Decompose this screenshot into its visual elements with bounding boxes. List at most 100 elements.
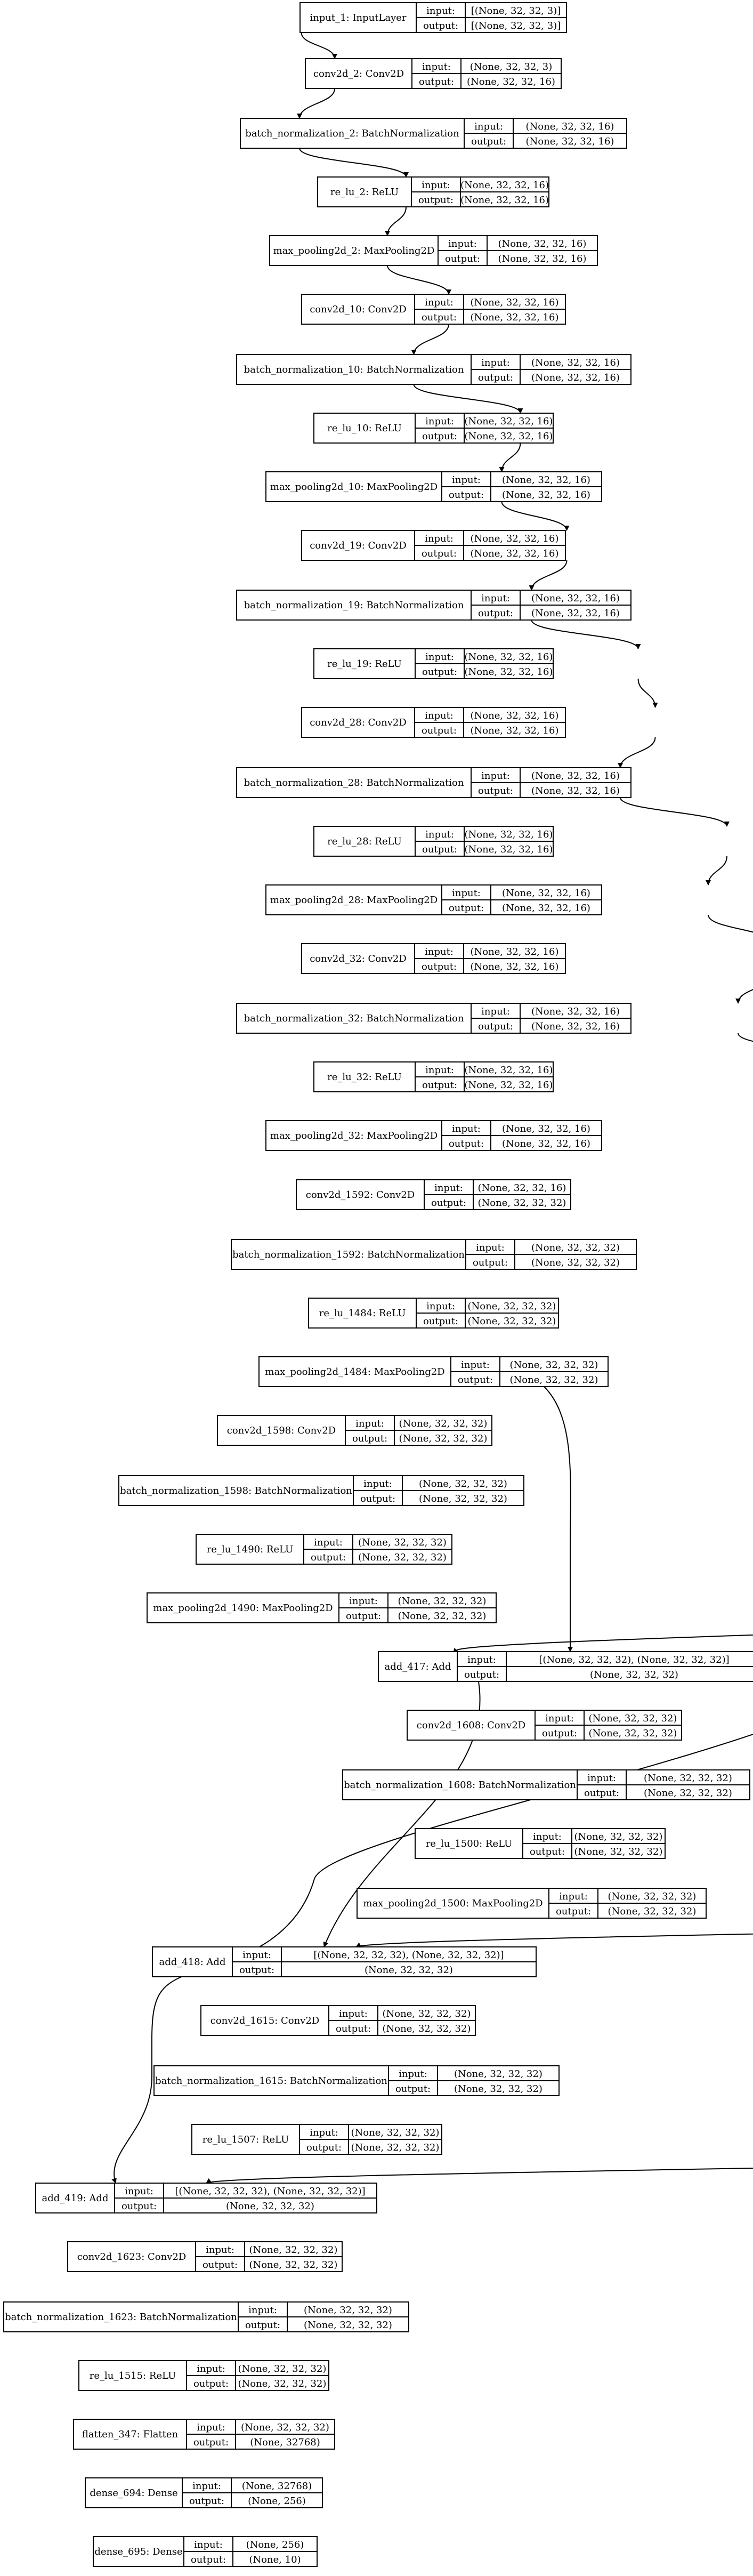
edge-bn_10-to-relu_10	[413, 384, 523, 414]
edge-mp_28-to-conv2d_32	[708, 914, 753, 933]
output-port-label: output:	[431, 1197, 466, 1209]
edge-relu_19-to-conv2d_28	[637, 678, 658, 708]
input-shape: (None, 32, 32, 32)	[383, 2008, 471, 2019]
layer-node-mp_2: max_pooling2d_2: MaxPooling2Dinput:outpu…	[269, 235, 598, 266]
output-port-label: output:	[542, 1728, 577, 1739]
layer-name: re_lu_1507: ReLU	[203, 2134, 289, 2145]
input-port-label: input:	[349, 1596, 378, 1607]
input-port-label: input:	[425, 829, 454, 840]
layer-name: batch_normalization_28: BatchNormalizati…	[244, 777, 464, 788]
layer-name: conv2d_19: Conv2D	[310, 540, 407, 551]
layer-name: conv2d_1598: Conv2D	[227, 1425, 336, 1436]
output-port-label: output:	[193, 2437, 229, 2448]
layer-name: batch_normalization_1615: BatchNormaliza…	[155, 2075, 387, 2087]
output-shape: (None, 32, 32, 32)	[398, 1611, 487, 1622]
layer-name: batch_normalization_19: BatchNormalizati…	[244, 600, 464, 611]
input-port-label: input:	[533, 1831, 562, 1842]
input-shape: (None, 32, 32, 16)	[465, 416, 553, 427]
input-port-label: input:	[559, 1891, 588, 1902]
output-shape: (None, 32, 32, 16)	[531, 1021, 620, 1032]
input-port-label: input:	[425, 946, 454, 957]
edge-mp_1490-to-add_419	[111, 1734, 753, 2184]
layer-name: batch_normalization_1592: BatchNormaliza…	[232, 1249, 465, 1260]
input-shape: (None, 32, 32, 16)	[465, 651, 553, 663]
input-shape: (None, 32, 32, 16)	[531, 1006, 620, 1017]
edge-relu_1507-to-add_419	[206, 2167, 753, 2184]
layer-name: re_lu_1515: ReLU	[90, 2370, 176, 2381]
output-port-label: output:	[419, 76, 454, 87]
edge-bn_28-to-relu_28	[620, 797, 730, 827]
nodes: input_1: InputLayerinput:output:[(None, …	[3, 2, 753, 2567]
input-shape: (None, 32, 32, 16)	[471, 710, 559, 721]
layer-node-bn_10: batch_normalization_10: BatchNormalizati…	[236, 354, 631, 385]
edge-relu_10-to-mp_10	[499, 442, 521, 472]
output-shape: (None, 32, 32, 16)	[471, 725, 559, 736]
input-port-label: input:	[242, 1950, 271, 1961]
input-shape: (None, 32, 32, 32)	[608, 1891, 697, 1902]
edge-relu_28-to-mp_28	[706, 856, 727, 885]
input-shape: [(None, 32, 32, 32), (None, 32, 32, 32)]	[539, 1654, 729, 1665]
input-port-label: input:	[587, 1773, 616, 1784]
edge-conv2d_19-to-bn_19	[529, 560, 568, 591]
layer-name: dense_694: Dense	[90, 2488, 177, 2499]
output-shape: (None, 32, 32, 32)	[383, 2023, 471, 2034]
input-shape: (None, 32, 32, 32)	[454, 2068, 543, 2080]
input-port-label: input:	[426, 5, 455, 17]
input-shape: [(None, 32, 32, 32), (None, 32, 32, 32)]	[313, 1950, 504, 1961]
output-shape: (None, 32, 32, 32)	[351, 2142, 440, 2153]
layer-name: batch_normalization_1608: BatchNormaliza…	[344, 1780, 576, 1791]
layer-name: max_pooling2d_10: MaxPooling2D	[270, 481, 438, 493]
output-shape: (None, 32, 32, 32)	[238, 2378, 327, 2389]
input-shape: (None, 32, 32, 32)	[249, 2244, 338, 2256]
output-shape: (None, 32, 32, 32)	[608, 1906, 697, 1917]
layer-name: batch_normalization_1623: BatchNormaliza…	[5, 2312, 237, 2323]
input-shape: [(None, 32, 32, 32), (None, 32, 32, 32)]	[175, 2186, 365, 2197]
edge-conv2d_2-to-bn_2	[297, 88, 335, 119]
input-port-label: input:	[452, 888, 481, 899]
input-shape: (None, 32, 32, 16)	[502, 888, 590, 899]
output-port-label: output:	[422, 1080, 457, 1091]
edge-mp_2-to-conv2d_10	[387, 265, 451, 295]
input-port-label: input:	[314, 1537, 343, 1548]
output-port-label: output:	[352, 1433, 387, 1444]
edge-mp_1490-to-add_417	[453, 1634, 753, 1653]
input-port-label: input:	[452, 474, 481, 486]
layer-node-flatten_347: flatten_347: Flatteninput:output:(None, …	[73, 2419, 335, 2450]
output-port-label: output:	[189, 2495, 224, 2507]
layer-node-mp_10: max_pooling2d_10: MaxPooling2Dinput:outp…	[265, 471, 602, 502]
output-shape: (None, 32, 32, 32)	[365, 1965, 453, 1976]
layer-node-input_1: input_1: InputLayerinput:output:[(None, …	[299, 2, 567, 33]
input-shape: (None, 32, 32, 3)	[470, 61, 552, 73]
layer-name: batch_normalization_1598: BatchNormaliza…	[120, 1485, 352, 1496]
layer-name: conv2d_1615: Conv2D	[210, 2015, 320, 2026]
input-shape: (None, 32, 32, 16)	[465, 1065, 553, 1076]
input-shape: (None, 32, 32, 16)	[531, 357, 620, 368]
layer-node-bn_1598: batch_normalization_1598: BatchNormaliza…	[118, 1475, 524, 1506]
input-port-label: input:	[425, 1065, 454, 1076]
layer-name: conv2d_32: Conv2D	[310, 953, 407, 964]
edge-bn_2-to-relu_2	[299, 148, 409, 178]
output-shape: (None, 32, 32, 16)	[465, 666, 553, 678]
output-shape: (None, 256)	[248, 2495, 306, 2507]
edge-mp_1484-to-add_417	[544, 1386, 573, 1652]
output-shape: (None, 32, 32, 32)	[478, 1197, 566, 1209]
layer-name: max_pooling2d_1490: MaxPooling2D	[153, 1603, 333, 1614]
input-shape: (None, 32, 32, 16)	[502, 1123, 590, 1134]
input-port-label: input:	[422, 61, 451, 73]
layer-name: batch_normalization_2: BatchNormalizatio…	[245, 128, 459, 139]
output-shape: (None, 32, 32, 32)	[644, 1788, 732, 1799]
output-port-label: output:	[473, 1257, 508, 1268]
output-port-label: output:	[478, 785, 513, 796]
output-shape: (None, 32, 32, 16)	[471, 961, 559, 972]
input-port-label: input:	[481, 357, 510, 368]
input-port-label: input:	[422, 180, 450, 191]
